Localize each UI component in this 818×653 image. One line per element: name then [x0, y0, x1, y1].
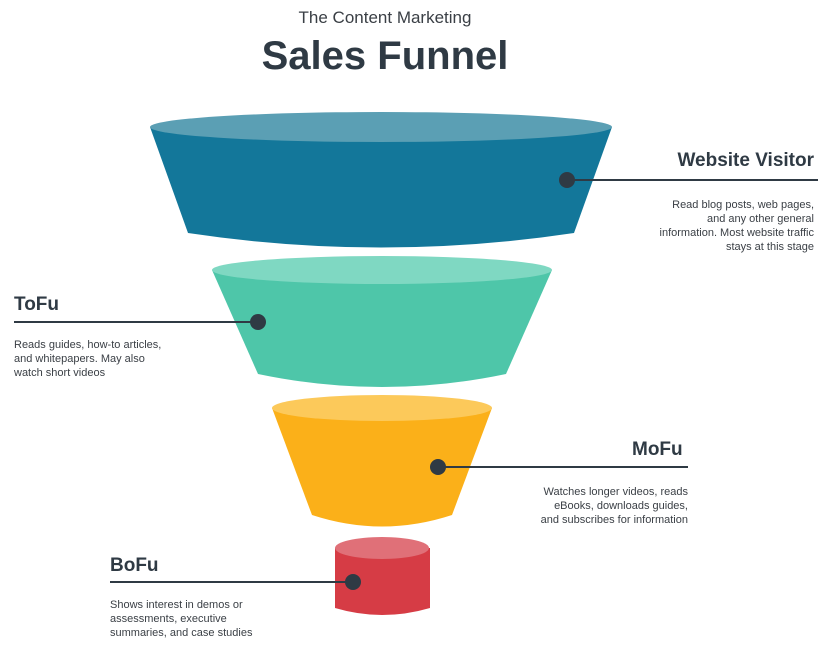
connector-dot-tofu: [250, 314, 266, 330]
page-title: Sales Funnel: [261, 34, 509, 78]
stage-desc-bofu: Shows interest in demos or assessments, …: [110, 599, 253, 639]
connector-dot-website-visitor: [559, 172, 575, 188]
connector-dot-bofu: [345, 574, 361, 590]
stage-desc-tofu: Reads guides, how-to articles, and white…: [14, 339, 162, 379]
stage-title-website-visitor: Website Visitor: [677, 150, 814, 171]
funnel-tier-tofu: [212, 256, 552, 387]
funnel-tier-mofu: [272, 395, 492, 527]
funnel-tier-bofu: [335, 537, 430, 615]
subtitle: The Content Marketing: [298, 8, 472, 27]
stage-title-mofu: MoFu: [632, 439, 683, 460]
stage-desc-mofu: Watches longer videos, reads eBooks, dow…: [540, 486, 688, 526]
stage-title-bofu: BoFu: [110, 555, 159, 576]
connector-dot-mofu: [430, 459, 446, 475]
stage-desc-website-visitor: Read blog posts, web pages, and any othe…: [659, 199, 814, 253]
funnel-tier-website-visitor: [150, 112, 612, 248]
stage-title-tofu: ToFu: [14, 294, 60, 315]
